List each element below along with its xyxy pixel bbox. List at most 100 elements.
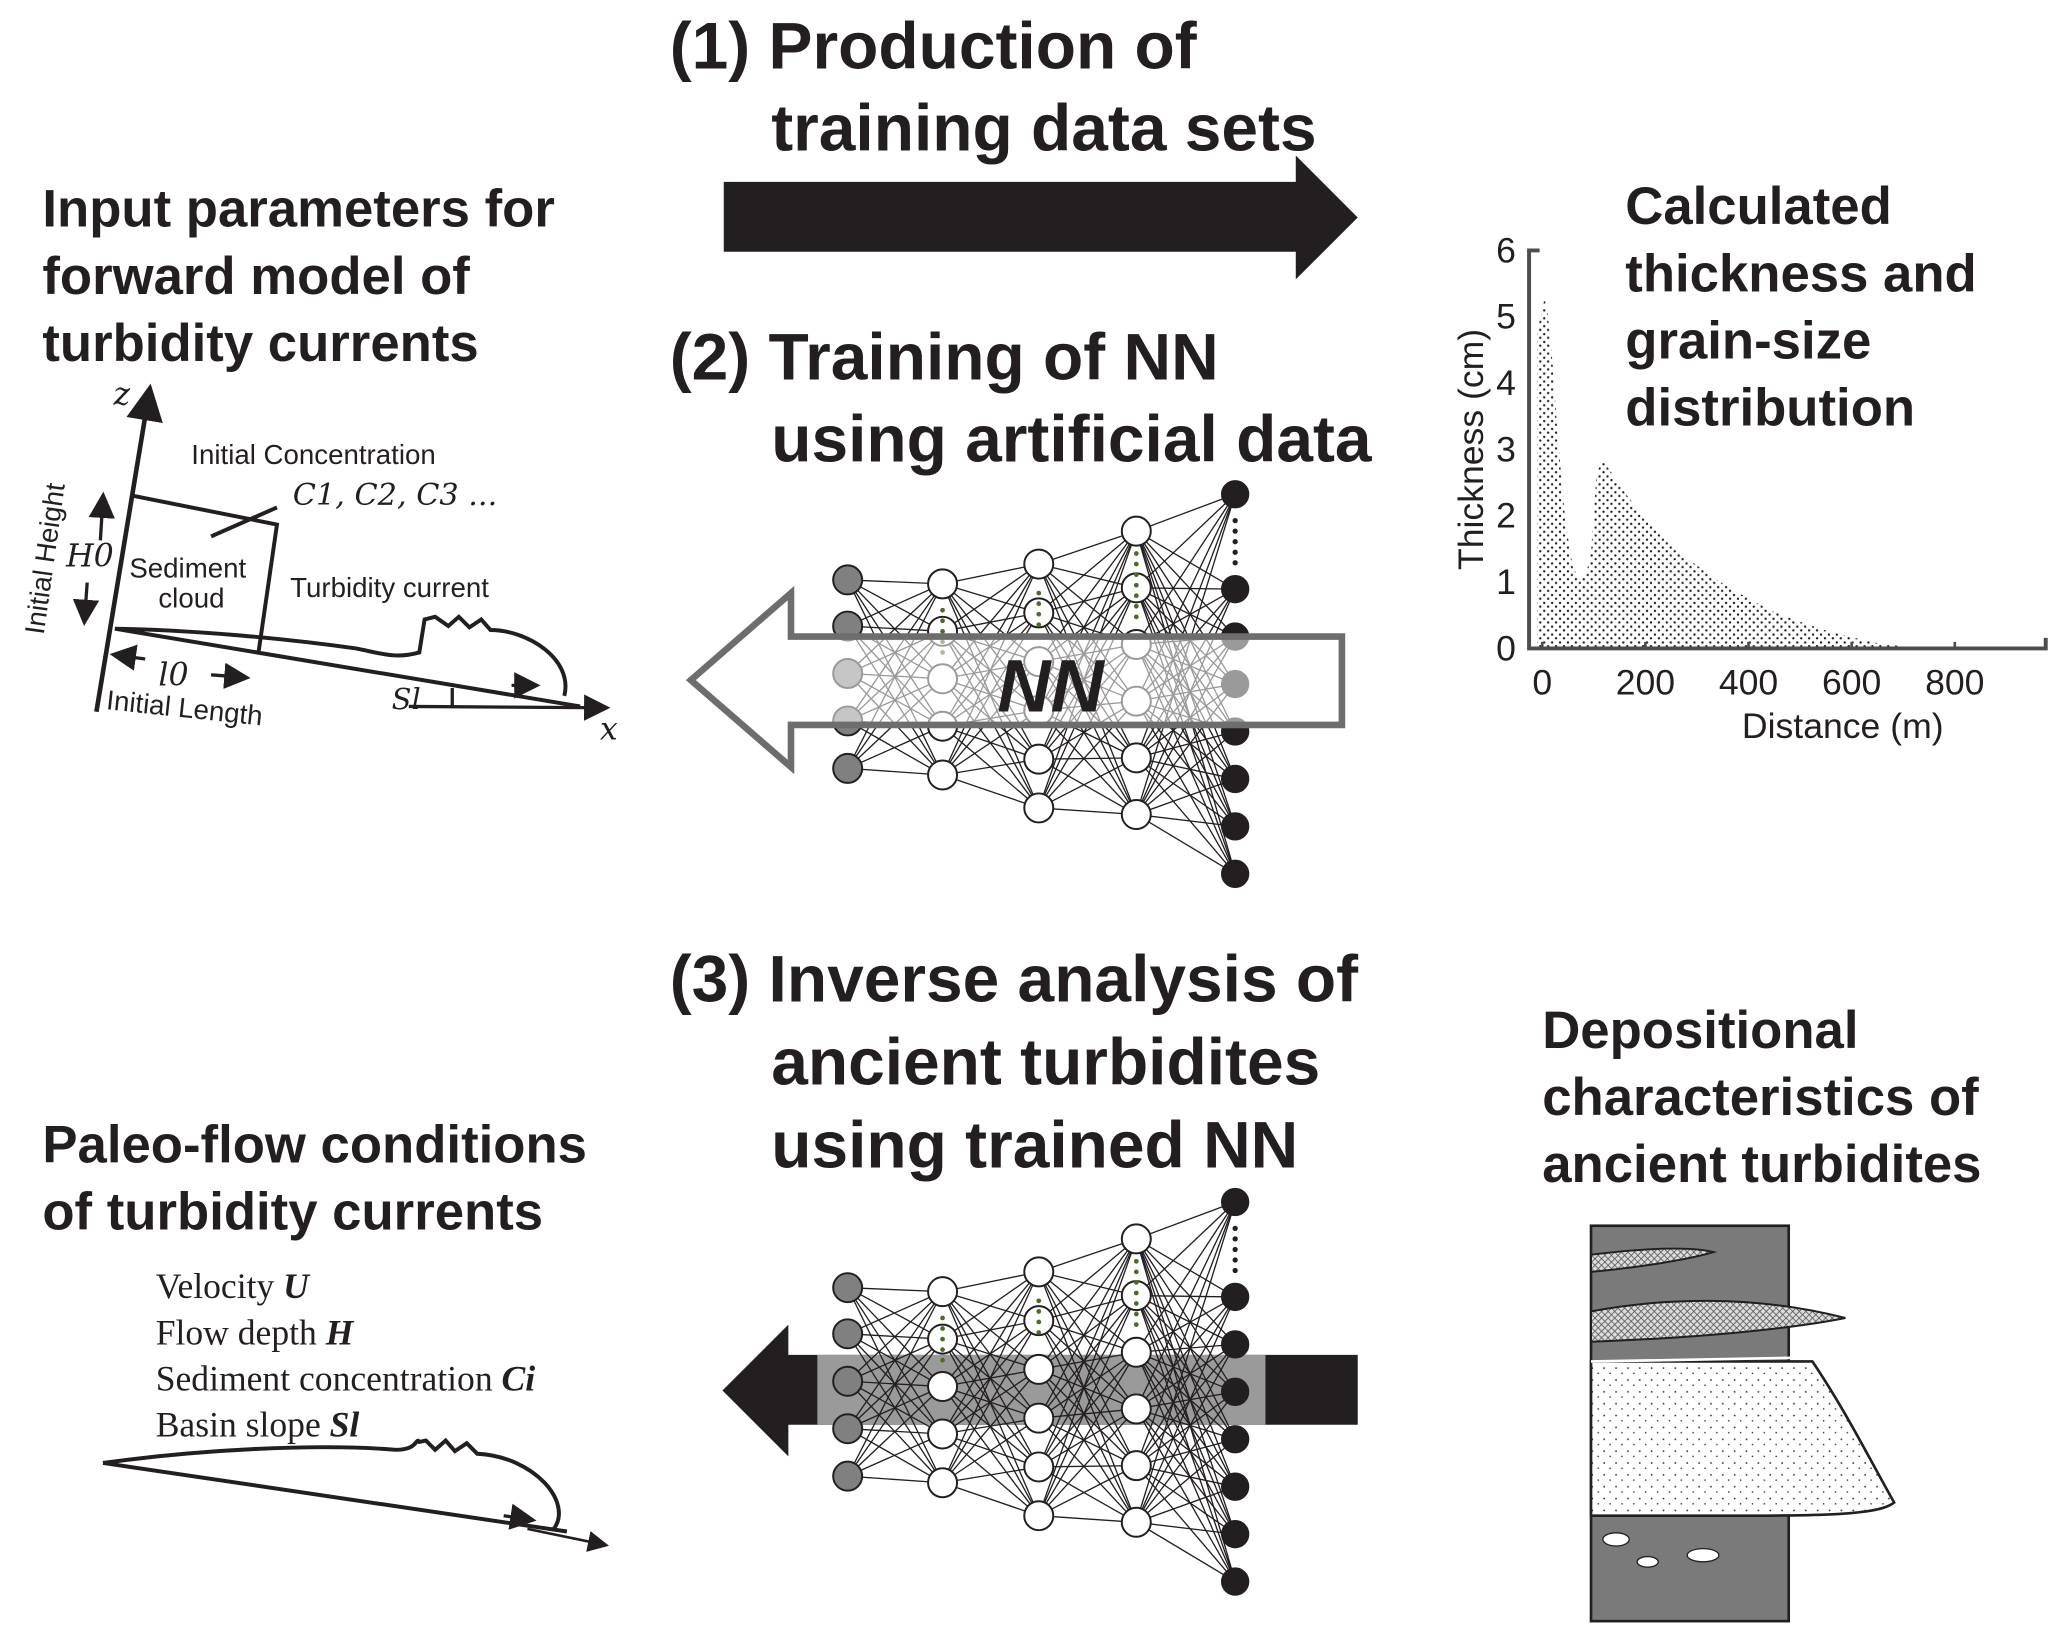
nn-ellipsis-dot	[1036, 601, 1042, 607]
nn-connection	[1038, 1271, 1137, 1297]
output-title-line4: distribution	[1625, 379, 1915, 438]
nn-connection	[1038, 1320, 1137, 1353]
nn-connection	[1135, 530, 1236, 590]
depositional-title-line1: Depositional	[1542, 1001, 1858, 1060]
l0-label: l0	[158, 657, 188, 693]
y-tick-label: 3	[1496, 429, 1516, 469]
nn-ellipsis-dot	[1133, 1280, 1139, 1285]
nn-connection	[1136, 1521, 1236, 1535]
h0-label: H0	[65, 539, 114, 575]
nn-connection	[1135, 1201, 1236, 1297]
nn-node	[1220, 859, 1250, 889]
initial-height-label: Initial Height	[19, 481, 71, 636]
y-tick-label: 6	[1496, 230, 1516, 270]
nn-connection	[1136, 1295, 1236, 1345]
nn-node	[1023, 1256, 1055, 1288]
nn-connection	[847, 1291, 944, 1477]
nn-node	[832, 752, 864, 784]
nn-connection	[1136, 1351, 1236, 1393]
nn-connection	[1135, 1296, 1236, 1353]
nn-node	[1023, 548, 1055, 580]
nn-ellipsis-dot	[1232, 517, 1238, 524]
nn-connection	[1135, 1295, 1236, 1440]
nn-ellipsis-dot	[1036, 1330, 1042, 1335]
depositional-title-line2: characteristics of	[1542, 1068, 1979, 1127]
parameter-symbol: Sl	[330, 1405, 360, 1445]
nn-connection	[1038, 1417, 1137, 1467]
nn-connection	[1135, 1521, 1236, 1583]
nn-ellipsis-dot	[1133, 1301, 1139, 1306]
nn-ellipsis-dot	[940, 1357, 945, 1363]
nn-ellipsis-dot	[940, 607, 945, 613]
nn-connection	[1038, 1271, 1137, 1523]
nn-node	[1220, 1330, 1250, 1359]
x-tick-label: 400	[1719, 663, 1778, 703]
nn-node	[1120, 742, 1152, 774]
neural-network-inverse	[832, 1187, 1250, 1596]
nn-connection	[1135, 1408, 1236, 1535]
nn-ellipsis-dot	[1133, 551, 1139, 556]
nn-node	[1023, 1402, 1055, 1434]
turbidite-log-sketch	[1589, 1224, 1896, 1623]
nn-node	[1220, 574, 1250, 604]
nn-connection	[1135, 757, 1236, 827]
nn-ellipsis-dot	[1133, 582, 1139, 588]
nn-node	[1220, 1425, 1250, 1454]
input-parameters-panel: Input parameters for forward model of tu…	[19, 180, 618, 748]
paleo-title-line1: Paleo-flow conditions	[42, 1115, 587, 1174]
output-title-line1: Calculated	[1625, 177, 1892, 236]
nn-node	[1120, 1393, 1152, 1425]
nn-connection	[1038, 1408, 1137, 1517]
step1-line1: (1) Production of	[670, 9, 1198, 83]
nn-connection	[1038, 563, 1137, 589]
parameter-symbol: H	[325, 1312, 355, 1352]
y-tick-label: 5	[1496, 297, 1516, 337]
nn-node	[832, 1272, 864, 1304]
nn-node	[1220, 480, 1250, 509]
nn-connection	[1038, 563, 1137, 646]
nn-connection	[1038, 1238, 1137, 1273]
y-tick-label: 0	[1496, 628, 1516, 668]
paleo-flow-panel: Paleo-flow conditions of turbidity curre…	[42, 1115, 609, 1552]
nn-connection	[847, 1433, 943, 1477]
nn-connection	[942, 1271, 1039, 1293]
x-tick-label: 600	[1822, 663, 1881, 703]
nn-connection	[1038, 530, 1137, 614]
step2-line2: using artificial data	[771, 401, 1373, 475]
nn-connection	[1135, 1201, 1236, 1466]
step3-heading: (3) Inverse analysis of ancient turbidit…	[670, 942, 1359, 1182]
nn-connection	[1038, 757, 1137, 760]
nn-node	[1120, 799, 1152, 831]
nn-connection	[847, 767, 943, 776]
nn-node	[1220, 1282, 1250, 1312]
nn-connection	[1038, 587, 1137, 614]
nn-connection	[847, 579, 943, 585]
nn-connection	[1038, 1369, 1137, 1523]
input-title-line1: Input parameters for	[42, 180, 554, 239]
nn-connection	[847, 1291, 944, 1430]
nn-node	[927, 1371, 959, 1403]
step2-line1: (2) Training of NN	[670, 320, 1219, 394]
nn-ellipsis-dot	[1133, 1322, 1139, 1327]
nn-ellipsis-dot	[1133, 1311, 1139, 1317]
nn-ellipsis-dot	[1036, 1298, 1042, 1304]
nn-connection	[942, 1482, 1039, 1517]
nn-connection	[942, 1368, 1040, 1484]
nn-ellipsis-dot	[1036, 622, 1042, 628]
nn-node	[1120, 515, 1152, 547]
nn-connection	[1038, 1368, 1137, 1467]
nn-connection	[1135, 1296, 1236, 1410]
nn-connection	[1135, 1238, 1236, 1393]
step1-line2: training data sets	[771, 90, 1316, 164]
nn-ellipsis-dot	[1133, 1258, 1139, 1264]
sediment-cloud-label-2: cloud	[158, 583, 224, 614]
nn-node	[927, 1467, 959, 1499]
sediment-cloud-label-1: Sediment	[129, 552, 246, 583]
nn-connection	[1038, 1466, 1137, 1523]
nn-connection	[1038, 1465, 1137, 1517]
nn-node	[832, 1365, 864, 1397]
nn-connection	[1136, 1201, 1236, 1240]
nn-connection	[1038, 1351, 1137, 1517]
nn-node	[927, 759, 959, 791]
